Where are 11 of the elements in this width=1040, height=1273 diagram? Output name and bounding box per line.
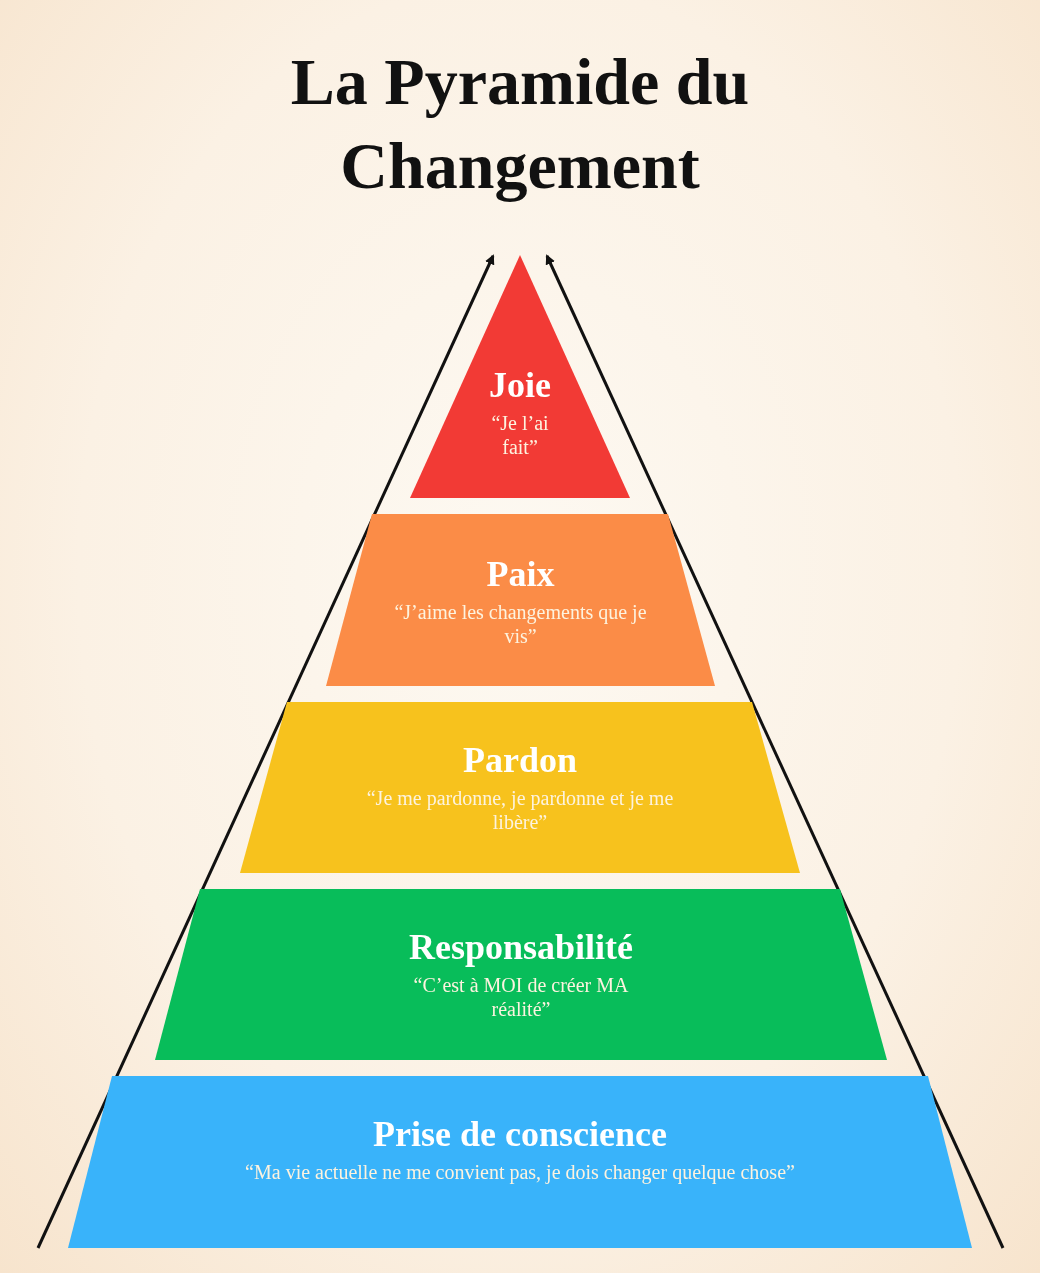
level-title: Pardon <box>462 740 578 780</box>
level-quote: “Je me pardonne, je pardonne et je me libère” <box>365 786 675 834</box>
level-quote: “Ma vie actuelle ne me convient pas, je dois changer quelque chose” <box>244 1160 796 1184</box>
level-title: Joie <box>488 365 552 405</box>
level-title: Prise de conscience <box>372 1114 668 1154</box>
level-quote: “C’est à MOI de créer MA réalité” <box>412 973 630 1021</box>
page-title: La Pyramide du Changement <box>289 44 751 204</box>
level-quote: “J’aime les changements que je vis” <box>393 600 648 648</box>
level-title: Paix <box>485 554 556 594</box>
level-quote: “Je l’ai fait” <box>490 411 550 459</box>
level-title: Responsabilité <box>407 927 634 967</box>
